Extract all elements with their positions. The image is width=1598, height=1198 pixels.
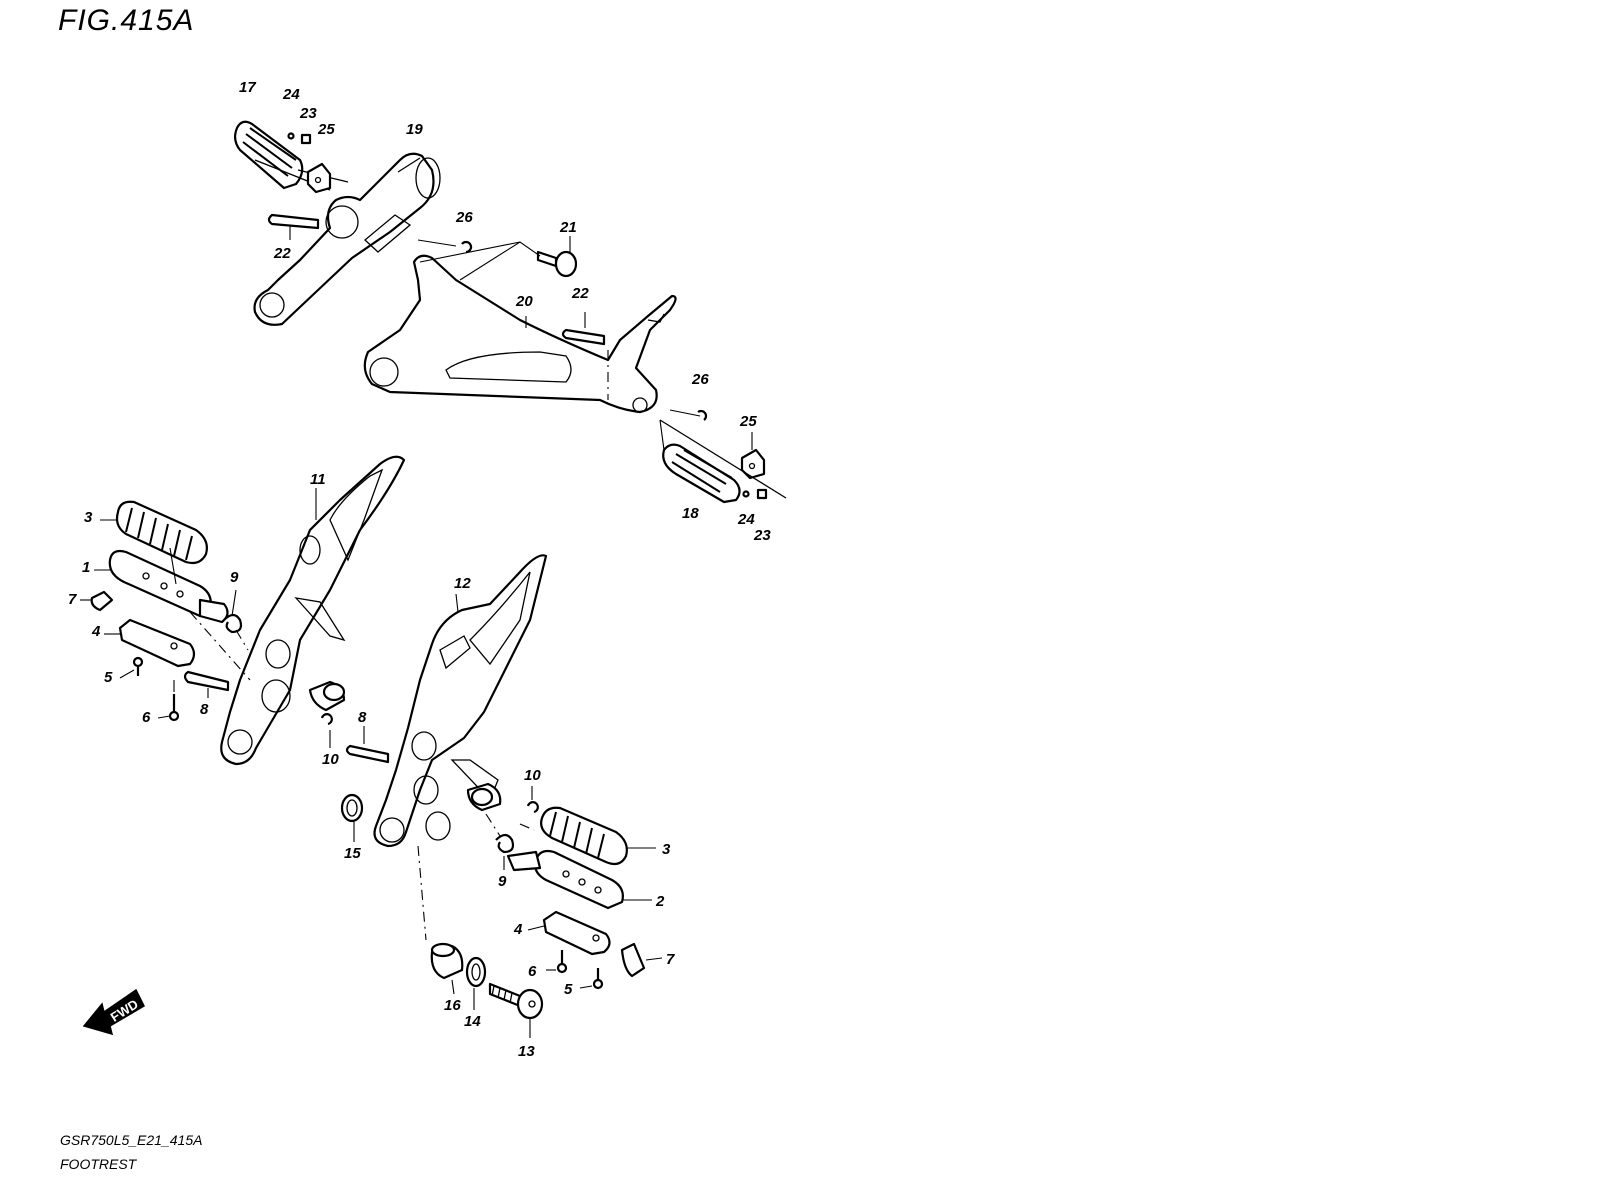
part-11-front-bracket-left[interactable]: [220, 455, 406, 766]
callout-13: 13: [518, 1043, 535, 1060]
part-26-clip-lower[interactable]: [697, 409, 708, 421]
callout-6: 6: [142, 709, 151, 726]
callout-6: 6: [528, 963, 537, 980]
part-6-screw-right[interactable]: [546, 950, 568, 974]
part-26-clip-upper[interactable]: [461, 240, 473, 254]
part-15-washer[interactable]: [340, 793, 364, 842]
callout-12: 12: [454, 575, 471, 592]
callout-9: 9: [498, 873, 507, 890]
callout-22: 22: [273, 245, 291, 262]
part-8-pin-left[interactable]: [183, 670, 230, 698]
part-23-spring-lower[interactable]: [756, 488, 768, 500]
part-7-pin-right[interactable]: [620, 942, 663, 978]
part-22-pin-lower[interactable]: [561, 312, 606, 346]
part-18-rear-footpeg[interactable]: [659, 419, 787, 504]
callout-5: 5: [564, 981, 573, 998]
callout-19: 19: [406, 121, 423, 138]
callout-3: 3: [662, 841, 671, 858]
callout-24: 24: [282, 86, 300, 103]
callout-9: 9: [230, 569, 239, 586]
part-25-plate-lower[interactable]: [740, 432, 766, 480]
part-10-clip-left[interactable]: [320, 713, 333, 726]
part-3-footpeg-rubber-left[interactable]: [115, 500, 208, 565]
part-1-footpeg-left[interactable]: [108, 549, 229, 624]
part-14-washer[interactable]: [465, 956, 487, 1010]
part-25-plate-upper[interactable]: [306, 162, 332, 194]
part-5-screw-right[interactable]: [579, 968, 604, 990]
part-7-pin-left[interactable]: [90, 590, 114, 612]
callout-14: 14: [464, 1013, 481, 1030]
diagram-code: GSR750L5_E21_415A: [60, 1132, 203, 1148]
part-24-pin-lower[interactable]: [742, 490, 750, 498]
callout-15: 15: [344, 845, 361, 862]
part-5-screw-left[interactable]: [132, 656, 144, 676]
part-13-bolt[interactable]: [488, 982, 544, 1038]
callout-26: 26: [455, 209, 473, 226]
fwd-arrow-icon: FWD: [82, 988, 145, 1036]
part-11-shaft: [308, 680, 346, 712]
callout-25: 25: [739, 413, 757, 430]
callout-21: 21: [559, 219, 577, 236]
callout-8: 8: [200, 701, 209, 718]
part-12-shaft: [466, 782, 502, 812]
part-20-passenger-bracket-right[interactable]: [363, 254, 677, 414]
callout-16: 16: [444, 997, 461, 1014]
callout-25: 25: [317, 121, 335, 138]
callout-2: 2: [655, 893, 665, 910]
callout-1: 1: [82, 559, 90, 576]
callout-23: 23: [299, 105, 317, 122]
callout-labels: 17 24 23 25 19 22 26 21 22 20 26 25 18 2…: [68, 79, 771, 1060]
callout-8: 8: [358, 709, 367, 726]
callout-23: 23: [753, 527, 771, 544]
callout-18: 18: [682, 505, 699, 522]
callout-4: 4: [91, 623, 101, 640]
callout-24: 24: [737, 511, 755, 528]
part-16-collar[interactable]: [430, 942, 464, 995]
part-8-pin-right[interactable]: [345, 726, 390, 764]
callout-26: 26: [691, 371, 709, 388]
callout-11: 11: [310, 471, 326, 488]
section-name: FOOTREST: [60, 1156, 137, 1172]
figure-title: FIG.415A: [58, 4, 195, 37]
callout-7: 7: [666, 951, 675, 968]
callout-22: 22: [571, 285, 589, 302]
part-4-plate-left[interactable]: [118, 618, 196, 668]
part-19-passenger-bracket-left[interactable]: [253, 152, 441, 326]
part-3-footpeg-rubber-right[interactable]: [540, 806, 656, 866]
part-4-plate-right[interactable]: [527, 910, 611, 956]
part-10-clip-right[interactable]: [526, 786, 539, 814]
callout-4: 4: [513, 921, 523, 938]
callout-7: 7: [68, 591, 77, 608]
part-22-pin-upper[interactable]: [267, 213, 320, 240]
callout-10: 10: [322, 751, 339, 768]
callout-10: 10: [524, 767, 541, 784]
part-9-spring-right[interactable]: [495, 833, 515, 870]
part-24-pin-upper[interactable]: [287, 132, 295, 140]
part-12-front-bracket-right[interactable]: [373, 554, 548, 848]
callout-5: 5: [104, 669, 113, 686]
part-2-footpeg-right[interactable]: [506, 849, 652, 910]
callout-3: 3: [84, 509, 93, 526]
part-6-screw-left[interactable]: [168, 694, 180, 722]
callout-17: 17: [239, 79, 256, 96]
callout-20: 20: [515, 293, 533, 310]
part-9-spring-left[interactable]: [223, 613, 243, 634]
part-23-spring-upper[interactable]: [300, 133, 312, 145]
part-21-bolt[interactable]: [536, 236, 578, 278]
